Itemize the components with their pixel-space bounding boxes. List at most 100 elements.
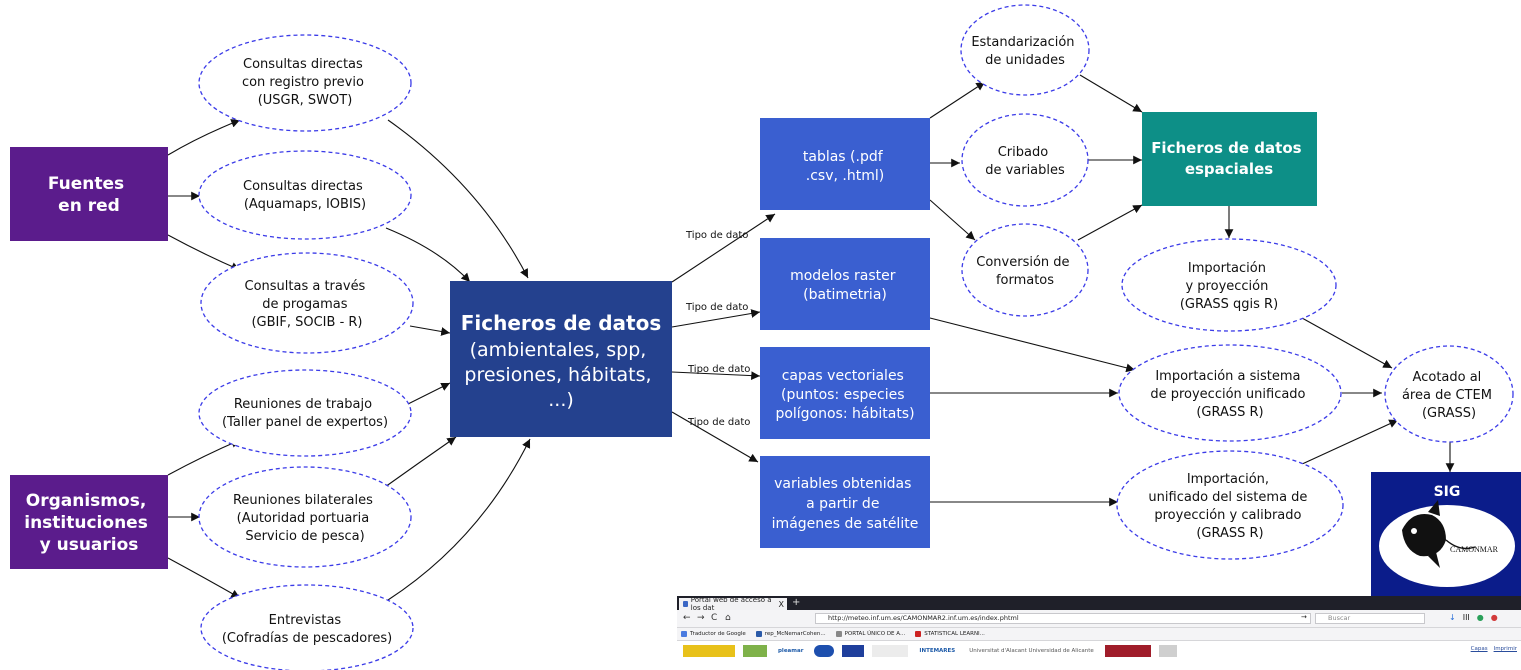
logo-ministerio [683,645,735,657]
node-reuniones-bilaterales: Reuniones bilaterales (Autoridad portuar… [198,466,412,568]
imprimir-link[interactable]: Imprimir [1493,646,1517,652]
node-consultas-aquamaps: Consultas directas (Aquamaps, IOBIS) [198,150,412,240]
node-importacion-sistema: Importación a sistema de proyección unif… [1118,344,1342,442]
edge-labels: Tipo de dato Tipo de dato Tipo de dato T… [685,230,750,428]
edge-tablas-conversion [929,199,976,241]
organismos-line-3: y usuarios [40,535,139,555]
close-icon[interactable]: X [778,599,784,609]
node-ficheros-datos: Ficheros de datos (ambientales, spp, pre… [450,281,672,437]
node-consultas-registro: Consultas directas con registro previo (… [198,34,412,132]
node-fuentes-en-red: Fuentes en red [10,147,168,241]
svg-text:Entrevistas (Cofradías d: Entrevistas (Cofradías de pescadores) [222,613,392,646]
edge-central-vectoriales [671,371,761,380]
node-cribado: Cribado de variables [961,113,1089,207]
eu-flag-icon [842,645,865,657]
svg-text:Organismos, institucione: Organismos, instituciones y usuarios [24,491,154,555]
favicon-icon [683,601,688,607]
node-importacion-proyeccion: Importación y proyección (GRASS qgis R) [1121,238,1337,332]
edge-importacion-acotado [1301,317,1393,369]
logo-leaf [743,645,767,657]
logo-intemares: INTEMARES [919,648,956,654]
extension-icon[interactable]: ● [1476,613,1484,622]
browser-screenshot: Portal web de acceso a los dat X + ← → C… [677,596,1521,670]
edge-central-tablas [671,213,776,283]
edge-consultas3-central [409,325,451,336]
back-icon[interactable]: ← [683,613,691,623]
edge-central-raster [671,309,761,328]
bookmark-item[interactable]: STATISTICAL LEARNI... [915,631,985,637]
edge-consultas1-central [387,119,529,279]
reload-icon[interactable]: C [711,613,718,623]
browser-tab[interactable]: Portal web de acceso a los dat X [679,596,787,612]
edge-conversion-espaciales [1077,204,1143,241]
svg-text:tablas (.pdf .csv, .html: tablas (.pdf .csv, .html) [803,149,887,184]
browser-nav-bar: ← → C ⌂ http://meteo.inf.um.es/CAMONMAR2… [677,610,1521,628]
logo-universidad: Universitat d'Alacant Universidad de Ali… [969,648,1094,654]
svg-text:Reuniones bilaterales (A: Reuniones bilaterales (Autoridad portuar… [233,493,377,544]
tab-title: Portal web de acceso a los dat [690,596,772,612]
node-estandarizacion: Estandarización de unidades [960,4,1090,96]
new-tab-button[interactable]: + [792,597,801,608]
edges [167,74,1455,601]
svg-text:Importación a sistema de: Importación a sistema de proyección unif… [1150,369,1309,420]
svg-text:Estandarización de unida: Estandarización de unidades [971,35,1078,68]
svg-text:Ficheros de datos espaci: Ficheros de datos espaciales [1151,139,1307,178]
svg-text:capas vectoriales (punto: capas vectoriales (puntos: especies polí… [775,368,914,422]
bookmark-item[interactable]: PORTAL ÚNICO DE A... [835,631,905,637]
node-organismos: Organismos, instituciones y usuarios [10,475,168,569]
capas-link[interactable]: Capas [1470,646,1488,652]
edge-entrevistas-central [387,438,531,601]
node-ficheros-espaciales: Ficheros de datos espaciales [1142,112,1317,206]
bookmark-item[interactable]: Traductor de Google [681,631,746,637]
edge-label-tipo-dato: Tipo de dato [687,364,750,375]
svg-text:Reuniones de trabajo (Ta: Reuniones de trabajo (Taller panel de ex… [222,397,388,430]
node-importacion-calibrado: Importación, unificado del sistema de pr… [1116,450,1344,560]
node-entrevistas: Entrevistas (Cofradías de pescadores) [200,584,414,670]
bookmarks-bar: Traductor de Google rep_McNemarCohen... … [677,628,1521,641]
svg-text:Importación, unificado d: Importación, unificado del sistema de pr… [1148,472,1311,541]
bookmark-item[interactable]: rep_McNemarCohen... [755,631,826,637]
search-input[interactable]: Buscar [1315,613,1425,624]
svg-text:Acotado al área de CTEM: Acotado al área de CTEM (GRASS) [1402,370,1496,421]
node-modelos-raster: modelos raster (batimetria) [760,238,930,330]
address-bar[interactable]: http://meteo.inf.um.es/CAMONMAR2.inf.um.… [815,613,1311,624]
edge-reuniones-bilaterales-central [384,436,457,488]
logo-text: CAMONMAR [1450,545,1499,554]
edge-estandarizacion-espaciales [1079,74,1143,113]
node-consultas-programas: Consultas a través de progamas (GBIF, SO… [200,252,414,354]
edge-fuentes-consultas3 [167,234,241,271]
edge-reuniones-trabajo-central [407,382,451,405]
svg-text:Consultas a través de pr: Consultas a través de progamas (GBIF, SO… [245,279,370,330]
svg-text:variables obtenidas a pa: variables obtenidas a partir de imágenes… [772,476,919,532]
page-links: Capas Imprimir [1471,646,1517,652]
sig-label: SIG [1434,484,1461,500]
go-icon[interactable]: → [1301,613,1307,621]
svg-text:Importación y proyección: Importación y proyección (GRASS qgis R) [1180,261,1278,312]
toolbar-icons: ↓ III ● ● [1449,613,1498,622]
download-icon[interactable]: ↓ [1449,613,1456,622]
edge-label-tipo-dato: Tipo de dato [685,230,748,241]
svg-text:Consultas directas (Aqua: Consultas directas (Aquamaps, IOBIS) [243,179,367,212]
edge-consultas2-central [385,227,471,283]
extension-icon[interactable]: ● [1490,613,1498,622]
partner-logos: pleamar INTEMARES Universitat d'Alacant … [677,642,1521,660]
node-sig: SIG CAMONMAR [1371,472,1521,596]
edge-raster-importacion-sistema [929,317,1136,373]
central-title: Ficheros de datos [461,311,662,335]
logo-text-block [872,645,909,657]
library-icon[interactable]: III [1462,613,1470,622]
fuentes-line-1: Fuentes [48,174,124,194]
node-variables-satelite: variables obtenidas a partir de imágenes… [760,456,930,548]
node-tablas: tablas (.pdf .csv, .html) [760,118,930,210]
svg-text:modelos raster (batimetr: modelos raster (batimetria) [790,268,900,303]
logo-red-block [1104,645,1151,657]
logo-pleamar: pleamar [778,648,804,654]
forward-icon[interactable]: → [697,613,705,623]
fuentes-line-2: en red [58,196,120,216]
svg-text:Cribado de variables: Cribado de variables [985,145,1065,178]
home-icon[interactable]: ⌂ [725,613,731,623]
edge-central-satelite [671,411,759,463]
svg-text:Consultas directas con r: Consultas directas con registro previo (… [242,57,368,108]
edge-label-tipo-dato: Tipo de dato [687,417,750,428]
